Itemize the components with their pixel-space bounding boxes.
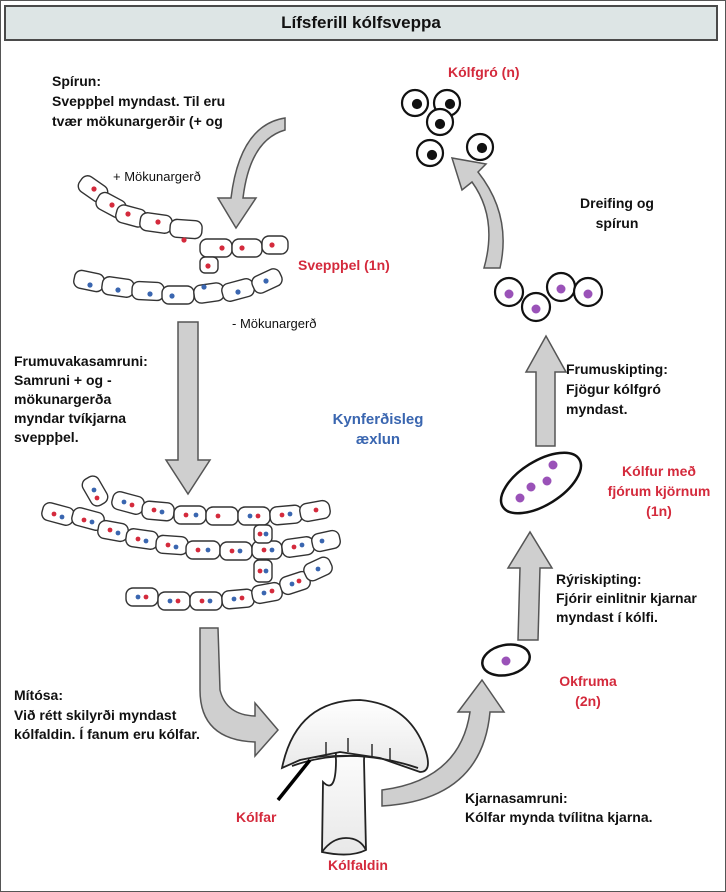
sexual-reproduction-1: Kynferðisleg <box>332 411 424 428</box>
fruiting-body-label: Kólfaldin <box>328 857 388 873</box>
hyphae-1n <box>73 175 289 305</box>
cytokinesis-text-1: Fjögur kólfgró <box>566 381 661 397</box>
arrow-karyogamy <box>381 678 506 807</box>
cytokinesis-title: Frumuskipting: <box>566 361 668 377</box>
basidia-label: Kólfar <box>236 809 277 825</box>
minus-mating-label: - Mökunargerð <box>232 316 317 331</box>
basidium4-label-3: (1n) <box>646 503 672 519</box>
mitosis-title: Mítósa: <box>14 687 63 703</box>
dispersal-text-1: Dreifing og <box>580 195 654 211</box>
meiosis-title: Rýriskipting: <box>556 571 642 587</box>
arrow-mitosis <box>199 627 279 758</box>
zygote-cell <box>481 643 531 677</box>
germination-title: Spírun: <box>52 73 101 89</box>
karyogamy-text-1: Kólfar mynda tvílitna kjarna. <box>465 809 653 825</box>
sexual-reproduction-2: æxlun <box>355 431 401 448</box>
spores-n-label: Kólfgró (n) <box>448 64 520 80</box>
zygote-label-1: Okfruma <box>559 673 617 689</box>
plasmogamy-text-3: myndar tvíkjarna <box>14 410 127 426</box>
dispersal-text-2: spírun <box>595 215 639 231</box>
arrow-plasmogamy <box>164 321 212 496</box>
spores-n <box>400 88 495 168</box>
hyphae-dikaryotic-nuclei <box>51 487 325 604</box>
basidium4-label-1: Kólfur með <box>622 463 696 479</box>
basidium4-label-2: fjórum kjörnum <box>607 483 711 499</box>
plasmogamy-text-1: Samruni + og - <box>14 372 112 388</box>
diagram-title: Lífsferill kólfsveppa <box>281 13 441 32</box>
mushroom-fruiting-body <box>276 699 429 856</box>
plasmogamy-text-4: sveppþel. <box>14 429 79 445</box>
germination-text-2: tvær mökunargerðir (+ og <box>52 113 223 129</box>
karyogamy-title: Kjarnasamruni: <box>465 790 568 806</box>
mitosis-text-2: kólfaldin. Í fanum eru kólfar. <box>14 726 200 742</box>
zygote-label-2: (2n) <box>575 693 601 709</box>
plasmogamy-title: Frumuvakasamruni: <box>14 353 148 369</box>
basidiospores-four <box>493 271 604 323</box>
cytokinesis-text-2: myndast. <box>566 401 628 417</box>
meiosis-text-2: myndast í kólfi. <box>556 609 658 625</box>
hyphae-1n-nuclei <box>87 186 275 299</box>
arrow-dispersal <box>450 157 504 269</box>
arrow-meiosis <box>506 530 554 641</box>
plasmogamy-text-2: mökunargerða <box>14 391 112 407</box>
arrow-cytokinesis <box>524 334 568 447</box>
mitosis-text-1: Við rétt skilyrði myndast <box>14 707 177 723</box>
germination-text-1: Sveppþel myndast. Til eru <box>52 93 226 109</box>
arrow-germination <box>216 117 286 230</box>
title-bar: Lífsferill kólfsveppa <box>4 5 718 41</box>
meiosis-text-1: Fjórir einlitnir kjarnar <box>556 590 697 606</box>
plus-mating-label: + Mökunargerð <box>113 169 201 184</box>
basidium-four-nuclei <box>499 451 583 515</box>
hyphae-dikaryotic <box>41 475 341 611</box>
hypha-1n-label: Sveppþel (1n) <box>298 257 390 273</box>
